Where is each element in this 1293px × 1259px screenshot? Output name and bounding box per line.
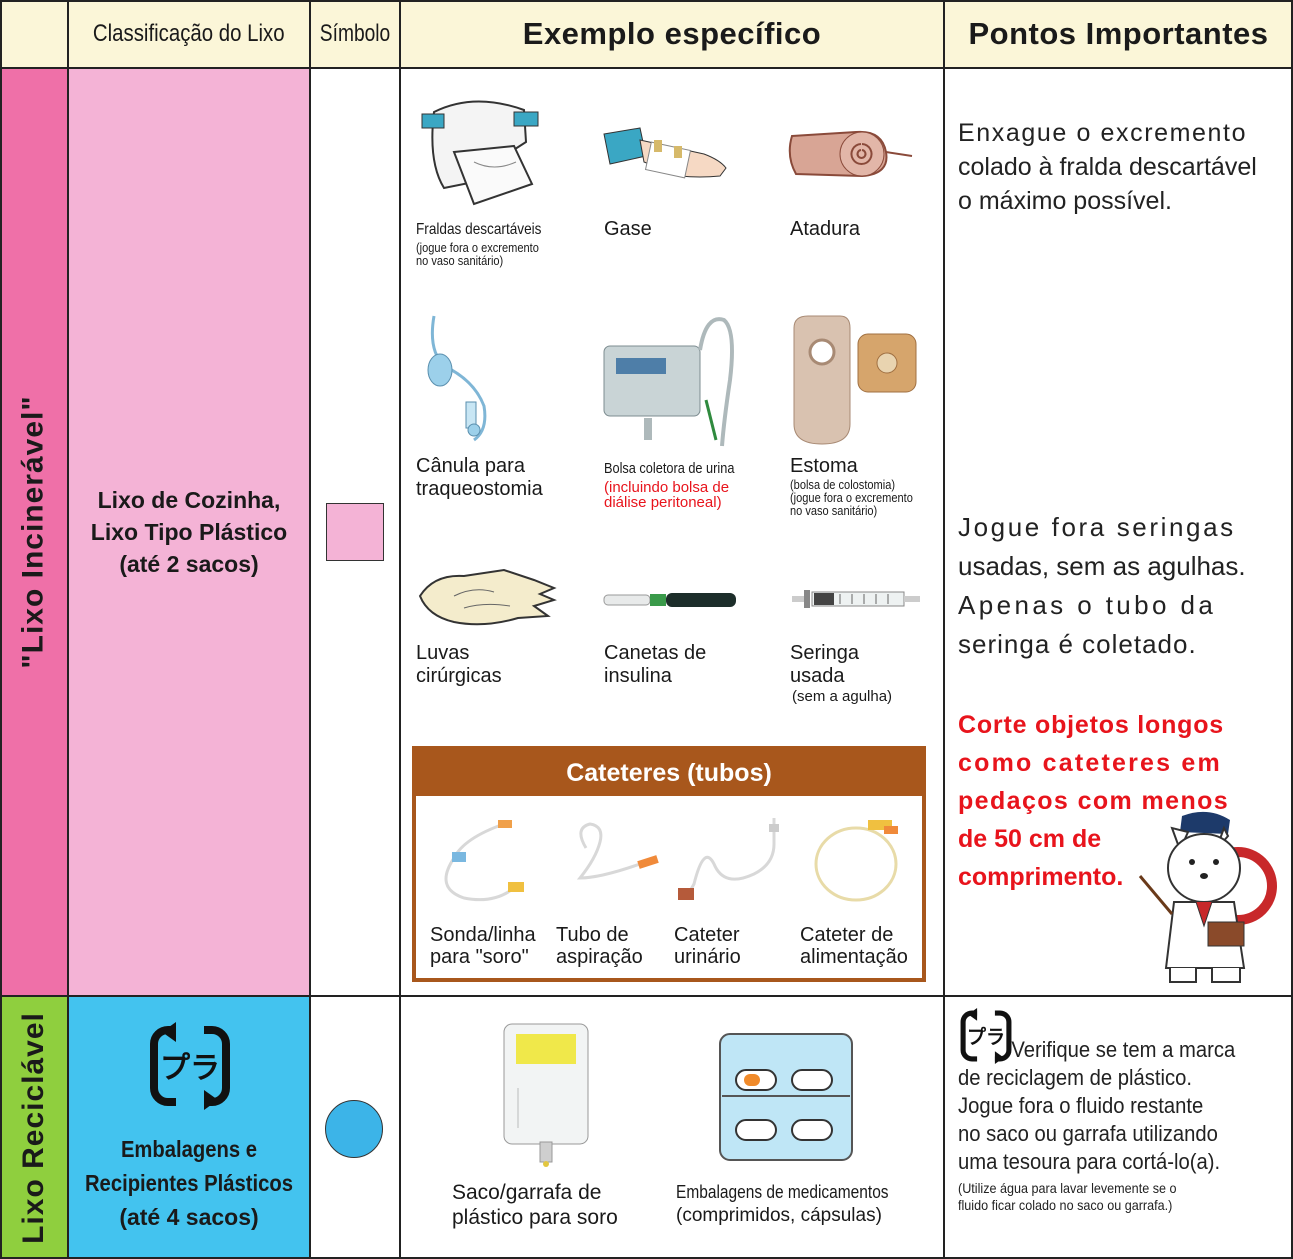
item-gase: Gase bbox=[604, 218, 652, 240]
grid-line bbox=[0, 0, 2, 1259]
grid-line bbox=[399, 0, 401, 1259]
classification-line: (até 4 sacos) bbox=[119, 1204, 259, 1230]
item-seringa: Seringa usada (sem a agulha) bbox=[790, 642, 893, 705]
incinerable-classification: Lixo de Cozinha, Lixo Tipo Plástico (até… bbox=[68, 484, 310, 580]
point-recycle-check: Verifique se tem a marca de reciclagem d… bbox=[958, 1037, 1236, 1213]
svg-text:プラ: プラ bbox=[160, 1051, 220, 1086]
diaper-icon bbox=[414, 92, 554, 212]
header-example: Exemplo específico bbox=[400, 0, 944, 68]
item-estoma: Estoma (bolsa de colostomia) (jogue fora… bbox=[790, 455, 913, 518]
item-bolsa: Bolsa coletora de urina (incluindo bolsa… bbox=[604, 460, 735, 511]
insulin-pen-icon bbox=[602, 590, 742, 610]
recyclable-symbol-circle bbox=[325, 1100, 383, 1158]
gauze-arm-icon bbox=[600, 120, 730, 190]
recyclable-classification: Embalagens e Recipientes Plásticos (até … bbox=[68, 1132, 310, 1234]
catheter-box: Cateteres (tubos) bbox=[412, 746, 926, 982]
item-saco: Saco/garrafa de plástico para soro bbox=[452, 1181, 618, 1229]
catheter-box-title: Cateteres (tubos) bbox=[416, 750, 922, 796]
classification-line: Embalagens e bbox=[120, 1136, 258, 1162]
svg-text:プラ: プラ bbox=[967, 1026, 1005, 1049]
catheter-item: Cateter urinário bbox=[674, 924, 741, 968]
grid-line bbox=[309, 0, 311, 1259]
point-excrement: Enxague o excremento colado à fralda des… bbox=[958, 119, 1257, 215]
point-cut-long-objects: Corte objetos longos como cateteres em p… bbox=[958, 711, 1230, 891]
classification-line: Lixo Tipo Plástico bbox=[90, 519, 288, 545]
mascot-dog-icon bbox=[1130, 806, 1280, 988]
header-symbol: Símbolo bbox=[310, 0, 400, 68]
catheter-item: Cateter de alimentação bbox=[800, 924, 908, 968]
feeding-catheter-icon bbox=[806, 814, 916, 910]
incinerable-symbol-square bbox=[326, 503, 384, 561]
recyclable-classification-bg bbox=[68, 996, 310, 1259]
grid-line bbox=[0, 1257, 1293, 1259]
incinerable-category-label: "Lixo Incinerável" bbox=[17, 395, 50, 669]
grid-line bbox=[67, 0, 69, 1259]
blister-pack-icon bbox=[716, 1030, 856, 1164]
recyclable-category-bg bbox=[0, 996, 68, 1259]
item-canula: Cânula para traqueostomia bbox=[416, 455, 543, 500]
classification-line: (até 2 sacos) bbox=[119, 551, 259, 577]
grid-line bbox=[0, 0, 1293, 2]
catheter-item: Sonda/linha para "soro" bbox=[430, 924, 536, 968]
item-atadura: Atadura bbox=[790, 218, 861, 240]
header-classification: Classificação do Lixo bbox=[68, 0, 310, 68]
classification-line: Lixo de Cozinha, bbox=[97, 487, 281, 513]
item-canetas: Canetas de insulina bbox=[604, 642, 707, 687]
grid-line bbox=[943, 0, 945, 1259]
grid-line bbox=[0, 67, 1293, 69]
item-fraldas: Fraldas descartáveis (jogue fora o excre… bbox=[416, 221, 542, 268]
grid-line bbox=[0, 995, 1293, 997]
ostomy-bag-icon bbox=[788, 312, 924, 448]
plastic-recycle-mark-icon: プラ bbox=[146, 1022, 234, 1110]
iv-bag-icon bbox=[498, 1018, 594, 1168]
catheter-item: Tubo de aspiração bbox=[556, 924, 643, 968]
point-syringe: Jogue fora seringas usadas, sem as agulh… bbox=[958, 512, 1246, 659]
recyclable-category-label: Lixo Reciclável bbox=[17, 1011, 51, 1244]
urinary-catheter-icon bbox=[674, 814, 784, 910]
header-points: Pontos Importantes bbox=[944, 0, 1293, 68]
grid-line bbox=[1291, 0, 1293, 1259]
item-luvas: Luvas cirúrgicas bbox=[416, 642, 502, 687]
bandage-roll-icon bbox=[786, 122, 916, 182]
header-corner bbox=[0, 0, 68, 68]
classification-line: Recipientes Plásticos bbox=[84, 1170, 294, 1196]
iv-line-icon bbox=[424, 818, 534, 910]
incinerable-classification-bg bbox=[68, 68, 310, 996]
tracheostomy-cannula-icon bbox=[414, 310, 504, 446]
incinerable-category-bg bbox=[0, 68, 68, 996]
item-embalagens: Embalagens de medicamentos (comprimidos,… bbox=[676, 1182, 889, 1226]
plastic-recycle-mark-small-icon: プラ bbox=[958, 1008, 1014, 1064]
urine-bag-icon bbox=[596, 310, 746, 450]
suction-tube-icon bbox=[560, 818, 670, 908]
syringe-icon bbox=[790, 586, 924, 612]
surgical-gloves-icon bbox=[414, 566, 560, 632]
